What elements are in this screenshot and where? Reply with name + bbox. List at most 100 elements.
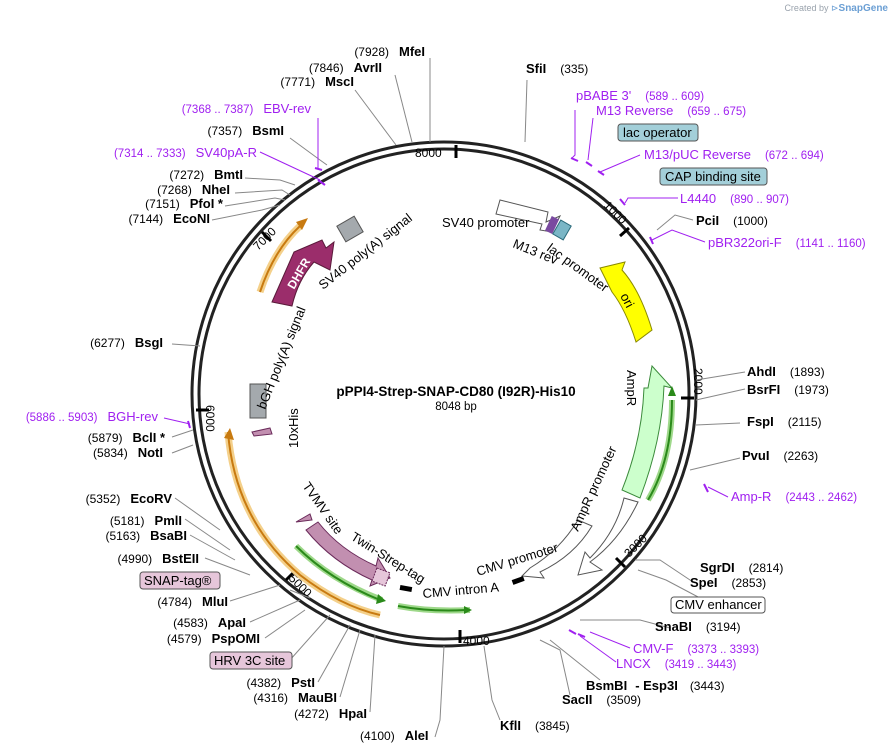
- hrv-3c-site-box-label: HRV 3C site: [214, 653, 285, 668]
- enzyme-pcii[interactable]: PciI(1000): [696, 213, 768, 228]
- snapgene-watermark: Created by ⊳SnapGene: [784, 3, 888, 14]
- lac-operator-box[interactable]: [617, 123, 699, 142]
- cmv-enhancer-box-label: CMV enhancer: [675, 597, 762, 612]
- enzyme-sgrdi[interactable]: SgrDI(2814): [700, 560, 783, 575]
- his-tag-label: 10xHis: [286, 408, 301, 448]
- tick-label-4000: 4000: [463, 634, 490, 648]
- primer-amp-r[interactable]: Amp-R(2443 .. 2462): [731, 489, 857, 504]
- enzyme-bsmbi[interactable]: BsmBI- Esp3I(3443): [586, 678, 725, 693]
- primer-pbabe3[interactable]: pBABE 3'(589 .. 609): [576, 88, 704, 103]
- lac-operator-box-label: lac operator: [623, 125, 692, 140]
- cap-binding-site-box-label: CAP binding site: [665, 169, 761, 184]
- enzyme-kfli[interactable]: KflI(3845): [500, 718, 570, 733]
- backbone-inner: [197, 147, 691, 641]
- enzyme-snabi[interactable]: SnaBI(3194): [655, 619, 741, 634]
- enzyme-fspi[interactable]: FspI(2115): [747, 414, 822, 429]
- enzyme-apai[interactable]: (4583)ApaI: [173, 615, 246, 630]
- snap-tag-box[interactable]: [139, 571, 221, 590]
- enzyme-pvui[interactable]: PvuI(2263): [742, 448, 818, 463]
- his-tag-feature[interactable]: [251, 427, 273, 437]
- bgh-polya-feature[interactable]: [249, 383, 267, 419]
- enzyme-sfii[interactable]: SfiI(335): [526, 61, 588, 76]
- cmv-intron-marker: [399, 584, 413, 592]
- tick-7000: [260, 230, 273, 243]
- right-orf-head: [668, 386, 676, 396]
- enzyme-pspomi[interactable]: (4579)PspOMI: [167, 631, 260, 646]
- enzyme-econi[interactable]: (7144)EcoNI: [128, 211, 210, 226]
- enzyme-bsmi[interactable]: (7357)BsmI: [208, 123, 284, 138]
- primer-m13-puc-reverse[interactable]: M13/pUC Reverse(672 .. 694): [644, 147, 824, 162]
- upper-orf-head: [296, 218, 308, 230]
- enzyme-nhei[interactable]: (7268)NheI: [157, 182, 230, 197]
- snap-tag-feature[interactable]: [305, 521, 391, 587]
- enzyme-avrii[interactable]: (7846)AvrII: [309, 60, 382, 75]
- primer-bgh-rev[interactable]: (5886 .. 5903)BGH-rev: [26, 409, 159, 424]
- sv40-polya-feature[interactable]: [336, 215, 364, 243]
- enzyme-pfoi[interactable]: (7151)PfoI *: [145, 196, 224, 211]
- ampr-promoter-feature[interactable]: [577, 497, 639, 576]
- cap-binding-site-box[interactable]: [659, 167, 768, 186]
- primer-ebv-rev[interactable]: (7368 .. 7387)EBV-rev: [182, 101, 312, 116]
- primer-labels: pBABE 3'(589 .. 609) M13 Reverse(659 .. …: [26, 88, 866, 671]
- ori-feature[interactable]: [599, 261, 653, 343]
- tick-marks: [196, 145, 694, 643]
- cmv-intron-orf-head: [464, 606, 472, 614]
- enzyme-sacii[interactable]: SacII(3509): [562, 692, 641, 707]
- snapgene-logo-icon: ⊳: [830, 3, 839, 13]
- primer-pbr322ori-f[interactable]: pBR322ori-F(1141 .. 1160): [708, 235, 866, 250]
- brand-prefix: Created by: [784, 3, 829, 13]
- lower-orf-head: [376, 594, 386, 604]
- ampr-label: AmpR: [624, 370, 639, 406]
- primer-cmv-f[interactable]: CMV-F(3373 .. 3393): [633, 641, 759, 656]
- cmv-enhancer-box[interactable]: [670, 596, 766, 614]
- boxed-labels: lac operator CAP binding site CMV enhanc…: [139, 123, 768, 670]
- enzyme-alei[interactable]: (4100)AleI: [360, 728, 429, 743]
- tick-1000: [619, 226, 630, 238]
- primer-sv40pa-r[interactable]: (7314 .. 7333)SV40pA-R: [114, 145, 257, 160]
- tick-3000: [614, 556, 627, 569]
- enzyme-bsabi[interactable]: (5163)BsaBI: [105, 528, 187, 543]
- tick-label-8000: 8000: [415, 146, 442, 160]
- twin-strep-tag-feature[interactable]: [371, 567, 391, 587]
- enzyme-msci[interactable]: (7771)MscI: [280, 74, 354, 89]
- enzyme-bmti[interactable]: (7272)BmtI: [169, 167, 243, 182]
- cmv-tss-marker: [511, 576, 525, 585]
- bgh-polya-label: bGH poly(A) signal: [254, 304, 309, 411]
- upper-orf[interactable]: [259, 225, 301, 293]
- enzyme-maubi[interactable]: (4316)MauBI: [253, 690, 337, 705]
- primer-connectors: [163, 110, 729, 663]
- enzyme-psti[interactable]: (4382)PstI: [246, 675, 315, 690]
- enzyme-bsteii[interactable]: (4990)BstEII: [117, 551, 199, 566]
- primer-lncx[interactable]: LNCX(3419 .. 3443): [616, 656, 736, 671]
- enzyme-ecorv[interactable]: (5352)EcoRV: [86, 491, 173, 506]
- dhfr-feature[interactable]: [271, 239, 335, 307]
- enzyme-hpai[interactable]: (4272)HpaI: [294, 706, 367, 721]
- right-orf[interactable]: [647, 399, 673, 501]
- hrv-3c-site-box[interactable]: [209, 651, 293, 670]
- enzyme-bcli[interactable]: (5879)BclI *: [88, 430, 166, 445]
- enzyme-spei[interactable]: SpeI(2853): [690, 575, 766, 590]
- primer-m13-reverse[interactable]: M13 Reverse(659 .. 675): [596, 103, 746, 118]
- enzyme-labels-right: SfiI(335) PciI(1000) AhdI(1893) BsrFI(19…: [360, 61, 829, 743]
- ampr-feature[interactable]: [621, 364, 674, 499]
- cmv-intron-label: CMV intron A: [422, 579, 500, 601]
- enzyme-bsgi[interactable]: (6277)BsgI: [90, 335, 163, 350]
- enzyme-ahdi[interactable]: AhdI(1893): [747, 364, 825, 379]
- left-orf[interactable]: [227, 431, 381, 616]
- enzyme-noti[interactable]: (5834)NotI: [93, 445, 163, 460]
- tvmv-site-feature[interactable]: [295, 513, 313, 523]
- lac-operator-feature[interactable]: [552, 219, 572, 241]
- enzyme-mfei[interactable]: (7928)MfeI: [354, 44, 425, 59]
- lower-orf[interactable]: [295, 545, 381, 601]
- enzyme-mlui[interactable]: (4784)MluI: [157, 594, 228, 609]
- plasmid-size: 8048 bp: [435, 401, 477, 413]
- enzyme-pmli[interactable]: (5181)PmlI: [110, 513, 182, 528]
- brand-name: SnapGene: [838, 3, 888, 14]
- cmv-intron-orf[interactable]: [397, 605, 467, 612]
- m13-rev-feature[interactable]: [544, 216, 560, 234]
- primer-l4440[interactable]: L4440(890 .. 907): [680, 191, 789, 206]
- label-connectors: [171, 58, 746, 738]
- enzyme-bsrfi[interactable]: BsrFI(1973): [747, 382, 829, 397]
- cmv-promoter-feature[interactable]: [520, 519, 593, 579]
- plasmid-title: pPPI4-Strep-SNAP-CD80 (I92R)-His10: [336, 384, 575, 399]
